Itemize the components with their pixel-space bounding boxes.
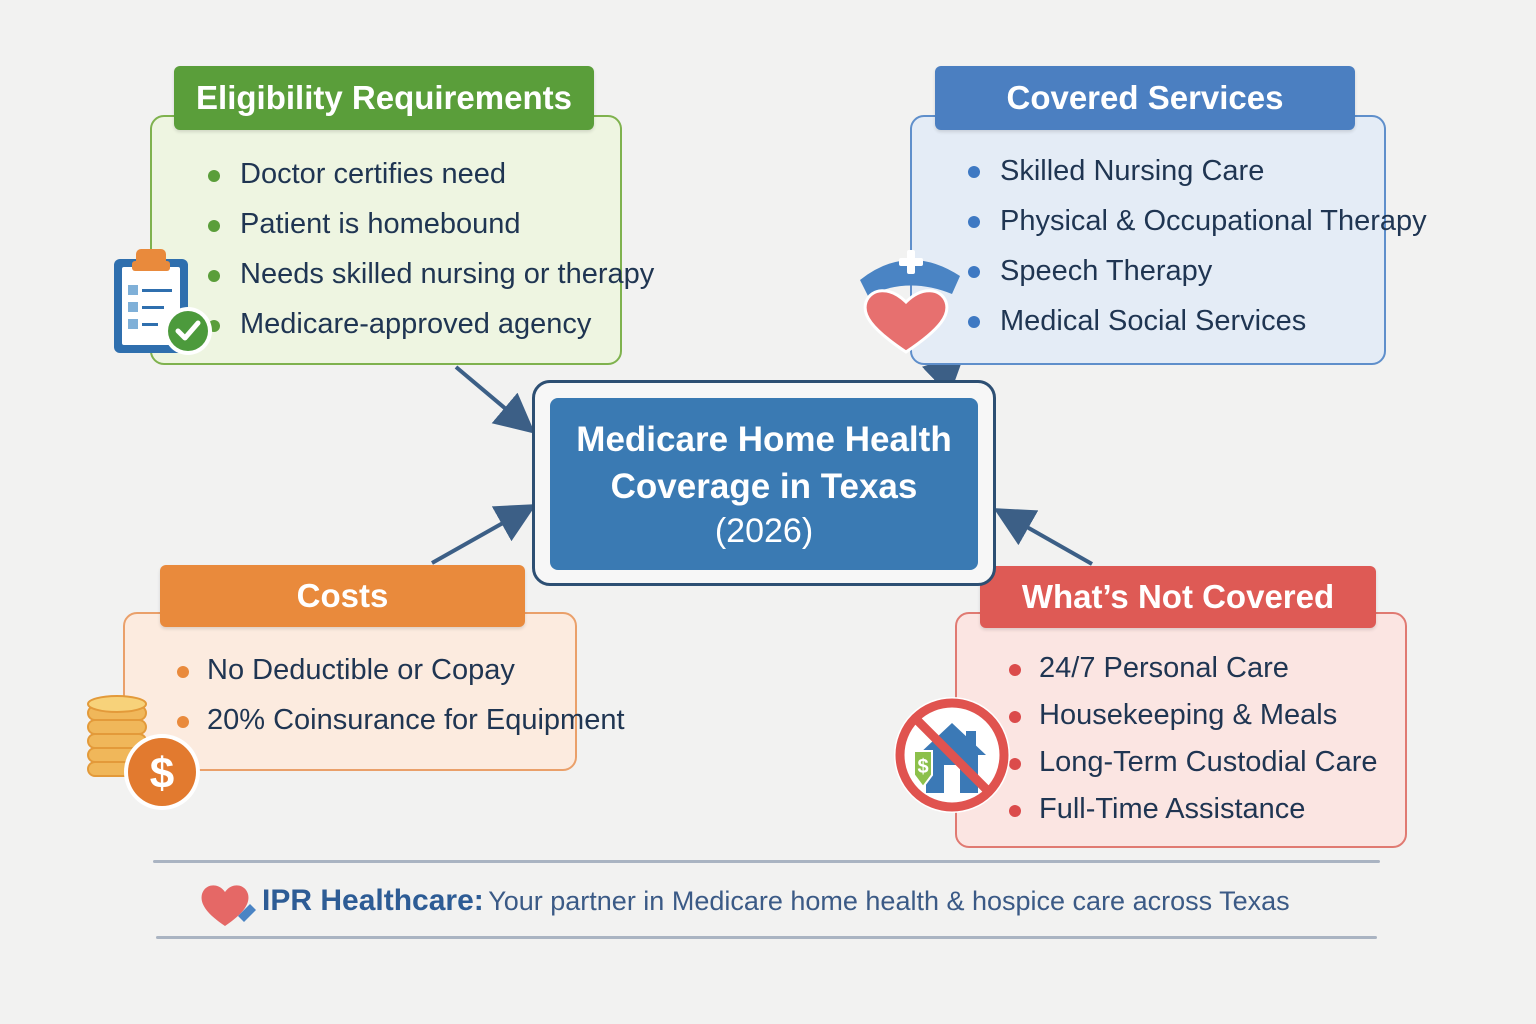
eligibility-heading: Eligibility Requirements: [174, 66, 594, 130]
center-node: Medicare Home Health Coverage in Texas (…: [550, 398, 978, 570]
bullet: [968, 266, 980, 278]
coin-stack-dollar-icon: $: [87, 695, 200, 810]
arrow-not-covered: [993, 508, 1093, 566]
arrow-covered: [921, 353, 965, 396]
nurse-cap-heart-icon: [860, 250, 960, 354]
bullet: [177, 666, 189, 678]
covered-list: Skilled Nursing Care Physical & Occupati…: [968, 157, 1427, 357]
footer: IPR Healthcare: Your partner in Medicare…: [262, 884, 1290, 918]
list-item: Long-Term Custodial Care: [1009, 748, 1377, 795]
bullet: [968, 166, 980, 178]
not-covered-list: 24/7 Personal Care Housekeeping & Meals …: [1009, 654, 1377, 842]
bullet: [208, 270, 220, 282]
footer-tagline: Your partner in Medicare home health & h…: [488, 886, 1290, 916]
bullet: [1009, 805, 1021, 817]
list-item: Doctor certifies need: [208, 160, 654, 210]
eligibility-panel: Doctor certifies need Patient is homebou…: [150, 115, 654, 365]
bullet: [968, 316, 980, 328]
not-covered-heading: What’s Not Covered: [980, 566, 1376, 628]
center-title-line3: (2026): [714, 512, 814, 550]
center-title-line1: Medicare Home Health: [576, 420, 952, 459]
list-item: Skilled Nursing Care: [968, 157, 1427, 207]
bullet: [208, 220, 220, 232]
list-item: 24/7 Personal Care: [1009, 654, 1377, 701]
clipboard-check-icon: [114, 249, 212, 355]
bullet: [1009, 711, 1021, 723]
list-item: No Deductible or Copay: [177, 656, 625, 706]
footer-rule-top: [153, 860, 1380, 863]
list-item: Medicare-approved agency: [208, 310, 654, 360]
svg-text:$: $: [917, 756, 928, 778]
bullet: [208, 170, 220, 182]
list-item: 20% Coinsurance for Equipment: [177, 706, 625, 756]
bullet: [177, 716, 189, 728]
center-title-line2: Coverage in Texas: [610, 467, 918, 506]
bullet: [1009, 664, 1021, 676]
svg-text:$: $: [150, 749, 174, 798]
arrow-costs: [431, 504, 537, 565]
costs-heading: Costs: [160, 565, 525, 627]
covered-panel: Skilled Nursing Care Physical & Occupati…: [910, 115, 1427, 365]
list-item: Speech Therapy: [968, 257, 1427, 307]
list-item: Needs skilled nursing or therapy: [208, 260, 654, 310]
eligibility-list: Doctor certifies need Patient is homebou…: [208, 160, 654, 360]
footer-brand: IPR Healthcare:: [262, 884, 484, 917]
no-house-icon: $: [894, 697, 1010, 813]
heart-icon: [201, 885, 256, 926]
bullet: [968, 216, 980, 228]
list-item: Medical Social Services: [968, 307, 1427, 357]
list-item: Housekeeping & Meals: [1009, 701, 1377, 748]
arrow-eligibility: [454, 365, 536, 434]
costs-list: No Deductible or Copay 20% Coinsurance f…: [177, 656, 625, 756]
not-covered-panel: 24/7 Personal Care Housekeeping & Meals …: [955, 612, 1407, 848]
footer-rule-bottom: [156, 936, 1377, 939]
covered-heading: Covered Services: [935, 66, 1355, 130]
list-item: Patient is homebound: [208, 210, 654, 260]
bullet: [1009, 758, 1021, 770]
list-item: Physical & Occupational Therapy: [968, 207, 1427, 257]
list-item: Full-Time Assistance: [1009, 795, 1377, 842]
costs-panel: No Deductible or Copay 20% Coinsurance f…: [123, 612, 625, 771]
